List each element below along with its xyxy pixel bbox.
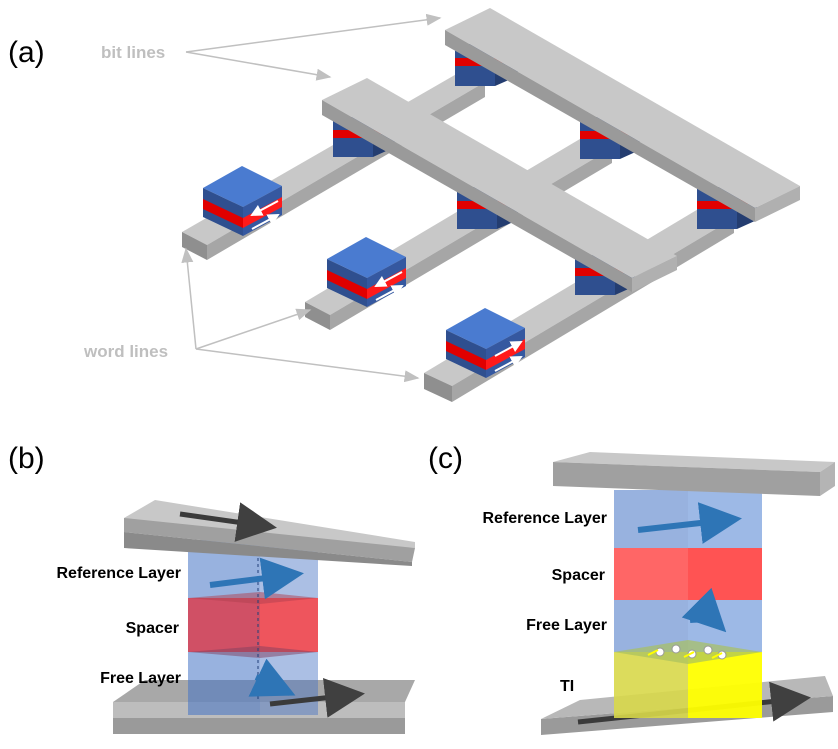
free-magnetization-arrow-b [248,658,296,697]
mtj-stack-c [614,490,762,718]
spacer-label-b: Spacer [126,620,179,637]
mtj-cell-front-3 [446,308,525,378]
top-electrode-b [124,500,415,566]
mtj-cell-front-2 [327,237,406,307]
panel-a-label: (a) [8,36,45,69]
mtj-cell-front-1 [203,166,282,236]
reference-layer-label-c: Reference Layer [482,510,607,527]
word-lines-label: word lines [83,342,168,361]
mtj-stack-b [188,540,318,715]
free-magnetization-arrow-c [681,587,727,633]
word-line-arrow-3 [195,348,420,383]
bit-line-1 [445,8,800,222]
top-electrode-c [553,452,835,496]
bit-line-2 [322,78,677,292]
ti-label: TI [560,678,574,695]
panel-a: (a) [8,8,800,402]
bit-lines-label: bit lines [101,43,165,62]
free-layer-label-c: Free Layer [526,617,607,634]
bit-line-arrow-2 [185,51,332,81]
spacer-label-c: Spacer [552,567,605,584]
bit-line-arrow-1 [185,13,442,53]
panel-b: (b) Reference Layer [8,442,415,734]
reference-magnetization-arrow-c [637,502,742,544]
current-arrow-b [269,677,365,718]
reference-layer-label-b: Reference Layer [56,565,181,582]
reference-magnetization-arrow-b [209,557,304,600]
word-line-arrow-1 [181,247,197,350]
panel-c-label: (c) [428,442,463,475]
panel-b-label: (b) [8,442,45,475]
free-layer-label-b: Free Layer [100,670,181,687]
word-line-arrow-2 [195,308,312,350]
panel-c: (c) [428,442,835,735]
